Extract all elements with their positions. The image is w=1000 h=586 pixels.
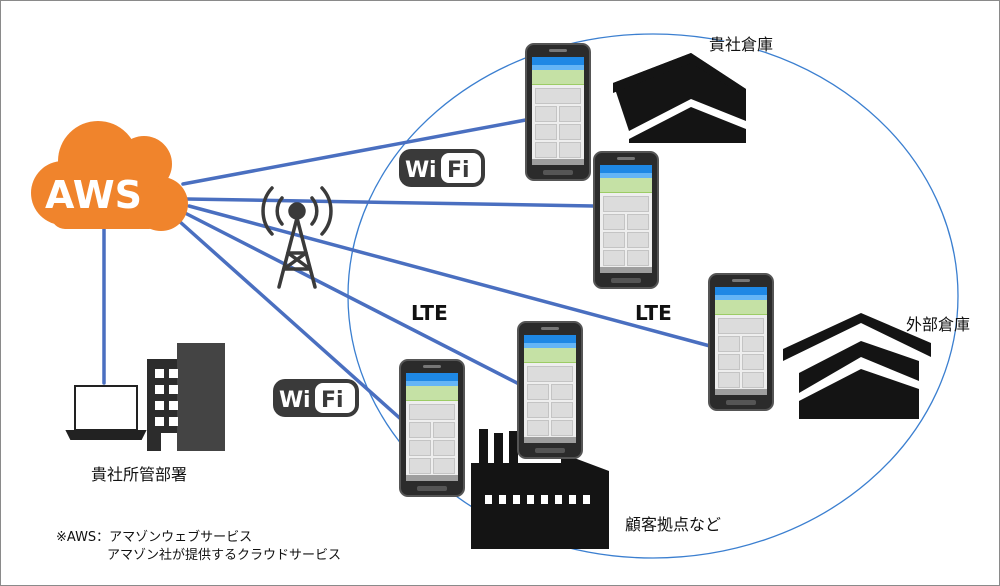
office-building-icon [147, 343, 225, 451]
link-aws-to-second-device [185, 197, 595, 208]
factory-icon [471, 429, 609, 549]
connection-lines [102, 117, 712, 423]
wifi-text-upper: W [405, 158, 429, 183]
svg-text:Fi: Fi [321, 388, 344, 413]
link-aws-to-customer-device [183, 211, 521, 386]
laptop-icon [65, 385, 147, 440]
link-aws-to-warehouse-device [181, 117, 533, 186]
company-warehouse-icon [609, 41, 759, 147]
lte-label-right: LTE [635, 301, 672, 325]
wifi-badge-upper: W i Fi [399, 149, 485, 187]
link-aws-to-left-device [177, 219, 405, 423]
aws-label: AWS [45, 173, 142, 217]
wifi-badge-lower: W i Fi [273, 379, 359, 417]
aws-footnote-line2: アマゾン社が提供するクラウドサービス [107, 548, 342, 563]
handheld-terminal-second [593, 151, 659, 289]
wifi-text-lower: W [279, 388, 303, 413]
handheld-terminal-external [708, 273, 774, 411]
handheld-terminal-warehouse [525, 43, 591, 181]
customer-sites-label: 顧客拠点など [625, 515, 722, 534]
lte-label-left: LTE [411, 301, 448, 325]
cell-tower-icon [261, 186, 333, 289]
aws-cloud-icon [31, 121, 188, 231]
external-warehouse-label: 外部倉庫 [906, 315, 971, 334]
handheld-terminal-left [399, 359, 465, 497]
link-aws-to-external-device [187, 204, 712, 348]
aws-footnote-line1: ※AWS：アマゾンウェブサービス [56, 530, 253, 545]
external-warehouse-icon [783, 313, 931, 419]
handheld-terminal-customer [517, 321, 583, 459]
svg-text:i: i [429, 158, 437, 183]
company-warehouse-label: 貴社倉庫 [709, 35, 774, 54]
company-department-label: 貴社所管部署 [91, 465, 188, 484]
svg-text:i: i [303, 388, 311, 413]
svg-text:Fi: Fi [447, 158, 470, 183]
